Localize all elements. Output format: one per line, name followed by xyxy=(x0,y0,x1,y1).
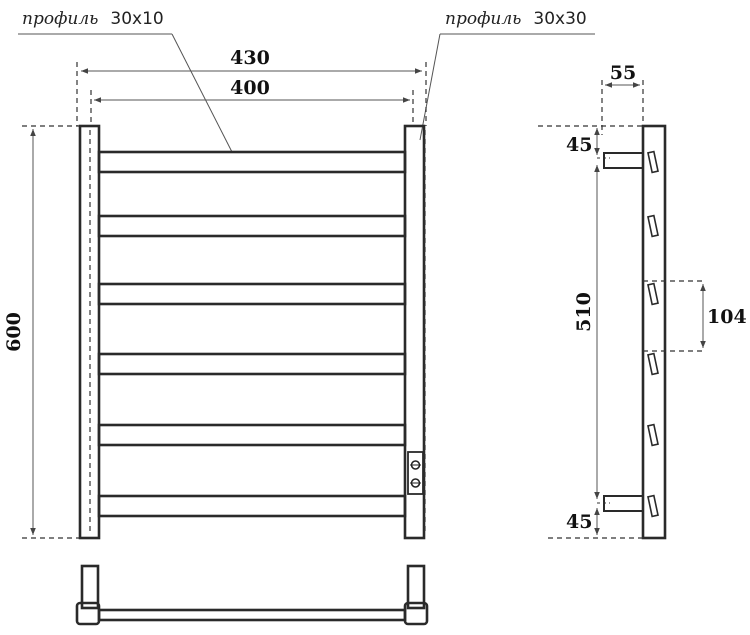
crossbar xyxy=(97,150,407,174)
callout-left-profile-word: профиль 30x10 xyxy=(22,9,164,29)
top-view-left-post xyxy=(80,564,100,610)
top-view-left-base xyxy=(75,601,101,626)
dim-bar-pitch: 104 xyxy=(707,306,747,328)
leader-line-left xyxy=(171,33,233,153)
top-view-bar xyxy=(97,608,407,622)
dim-top-offset: 45 xyxy=(566,134,592,156)
crossbar xyxy=(97,282,407,306)
top-view-right-post xyxy=(406,564,426,610)
callout-right-profile: профиль 30x30 xyxy=(419,9,595,141)
crossbar xyxy=(97,423,407,447)
dim-mount-span: 510 xyxy=(573,292,595,332)
crossbar xyxy=(97,352,407,376)
top-view xyxy=(75,564,429,626)
dim-bottom-offset: 45 xyxy=(566,511,592,533)
leader-line-right xyxy=(419,33,441,141)
dim-outer-width: 430 xyxy=(230,47,270,69)
switch-icon xyxy=(407,451,424,495)
dim-inner-width: 400 xyxy=(230,77,270,99)
side-profile xyxy=(641,124,667,540)
callout-left-profile: профиль 30x10 xyxy=(18,9,233,153)
crossbar xyxy=(97,214,407,238)
front-view: 430 400 600 xyxy=(3,47,427,540)
crossbar xyxy=(97,494,407,518)
left-profile xyxy=(78,124,101,540)
bar-slots xyxy=(647,150,659,518)
side-view: 55 45 510 45 104 xyxy=(538,62,747,540)
dim-height: 600 xyxy=(3,312,25,352)
callout-right-profile-word: профиль 30x30 xyxy=(445,9,587,29)
dim-depth: 55 xyxy=(610,62,636,84)
right-profile xyxy=(403,124,426,540)
wall-bracket-top xyxy=(603,152,644,169)
